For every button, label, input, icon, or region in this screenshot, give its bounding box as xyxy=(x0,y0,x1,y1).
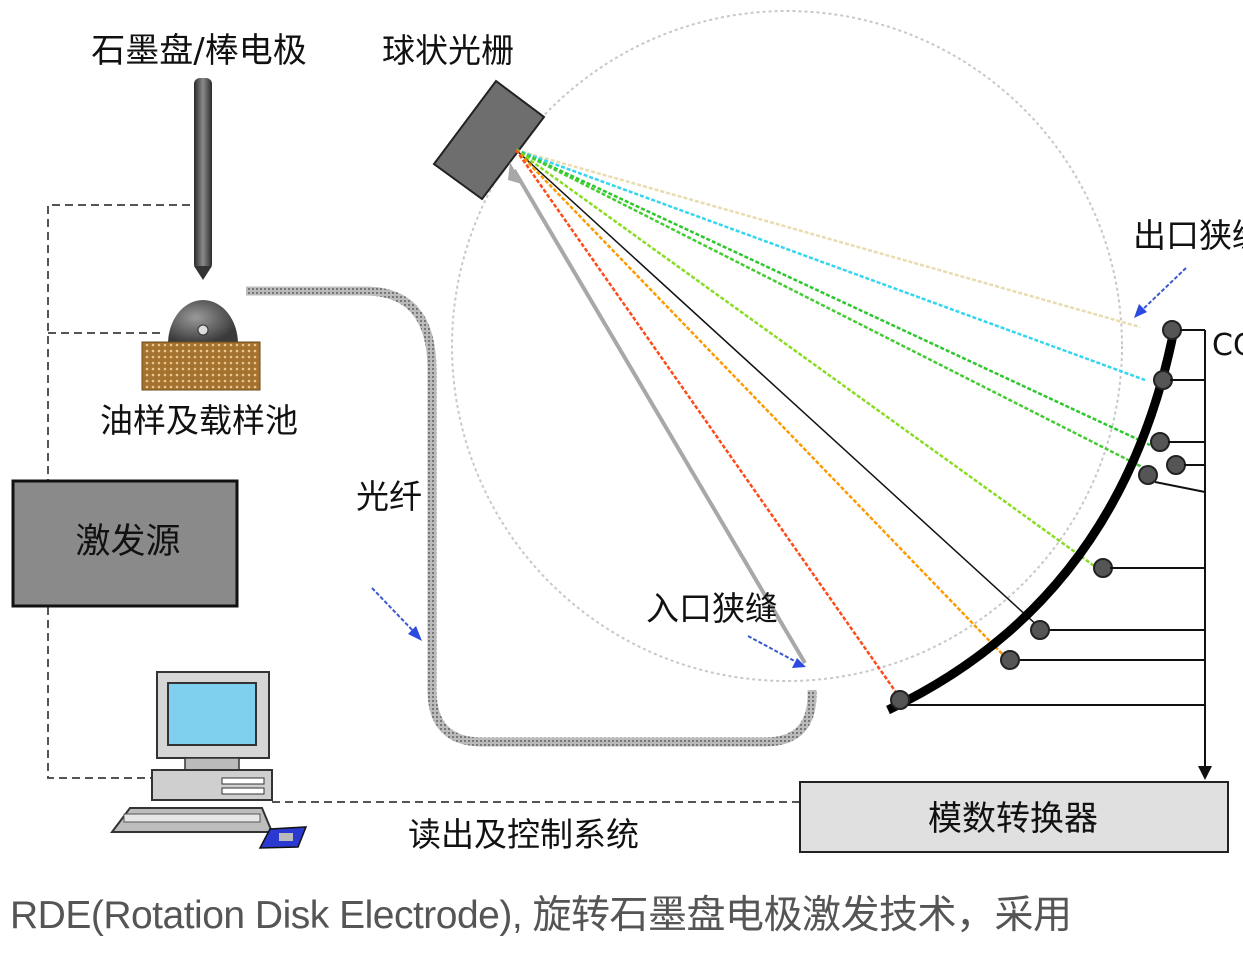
detector-6 xyxy=(1093,558,1113,578)
pointer-arrows xyxy=(371,267,1187,665)
fiber-arrow-icon xyxy=(371,587,419,637)
detector-8 xyxy=(1000,650,1020,670)
entrance-arrow-icon xyxy=(747,635,801,665)
exit-slit-label: 出口狭缝 xyxy=(1133,216,1243,255)
ccd-label: CCD xyxy=(1212,328,1243,363)
adc-box xyxy=(799,781,1229,853)
ray-1 xyxy=(515,148,1141,329)
focal-curve xyxy=(886,329,1179,715)
pointer-arrowheads xyxy=(408,304,1147,668)
computer-icon xyxy=(110,671,308,849)
detector-5 xyxy=(1138,465,1158,485)
source-label: 激发源 xyxy=(75,522,180,562)
detector-7 xyxy=(1030,620,1050,640)
electrode-label: 石墨盘/棒电极 xyxy=(91,31,306,71)
fiber-label: 光纤 xyxy=(356,477,422,516)
caption-text: RDE(Rotation Disk Electrode), 旋转石墨盘电极激发技… xyxy=(10,894,1072,937)
detector-1 xyxy=(1162,320,1182,340)
signal-lines xyxy=(908,329,1206,770)
optical-fiber xyxy=(246,286,817,747)
ray-6 xyxy=(515,149,1041,629)
entrance-slit-label: 入口狭缝 xyxy=(646,589,778,628)
detector-3 xyxy=(1150,432,1170,452)
spherical-grating xyxy=(432,79,546,201)
incident-ray xyxy=(508,162,807,665)
excitation-source-box xyxy=(11,479,239,608)
ray-4 xyxy=(515,148,1149,472)
detectors xyxy=(890,320,1186,710)
graphite-disk xyxy=(168,300,238,344)
detector-4 xyxy=(1166,455,1186,475)
sample-label: 油样及载样池 xyxy=(100,401,298,440)
ray-2 xyxy=(515,148,1146,382)
ray-5 xyxy=(515,148,1101,572)
ray-3 xyxy=(515,148,1151,447)
adc-label: 模数转换器 xyxy=(928,799,1098,839)
ray-8 xyxy=(514,149,902,699)
detector-2 xyxy=(1153,370,1173,390)
disk-hub xyxy=(197,324,209,336)
sample-cell xyxy=(141,341,261,391)
exit-arrow-icon xyxy=(1139,267,1187,313)
graphite-rod xyxy=(194,78,212,270)
rod-tip xyxy=(194,266,212,280)
dispersed-rays xyxy=(514,148,1151,699)
grating-label: 球状光栅 xyxy=(382,31,514,70)
adc-arrow-icon xyxy=(1198,766,1212,780)
rowland-circle xyxy=(451,10,1123,682)
detector-9 xyxy=(890,690,910,710)
control-wires xyxy=(47,204,800,803)
readout-label: 读出及控制系统 xyxy=(408,815,639,854)
ray-7 xyxy=(515,149,1009,661)
